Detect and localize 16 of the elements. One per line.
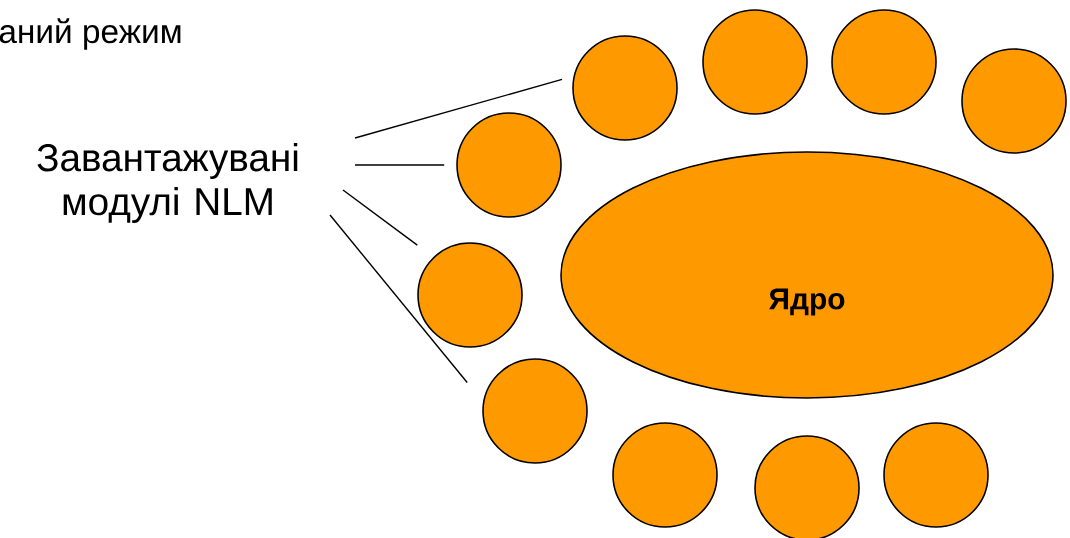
leader-line bbox=[329, 214, 468, 384]
module-circle bbox=[572, 35, 678, 141]
module-circle bbox=[702, 9, 808, 115]
module-circle bbox=[456, 112, 562, 218]
module-circle bbox=[754, 435, 860, 538]
module-circle bbox=[831, 9, 937, 115]
leader-line bbox=[354, 78, 563, 139]
label-text: аний режим bbox=[0, 18, 181, 50]
module-circle bbox=[612, 422, 718, 528]
module-circle bbox=[417, 242, 523, 348]
module-circle bbox=[961, 48, 1067, 154]
leader-line bbox=[354, 164, 445, 166]
module-circle bbox=[482, 358, 588, 464]
leader-line bbox=[342, 189, 418, 246]
module-circle bbox=[883, 422, 989, 528]
label-text: Завантажувані модулі NLM bbox=[37, 143, 298, 223]
